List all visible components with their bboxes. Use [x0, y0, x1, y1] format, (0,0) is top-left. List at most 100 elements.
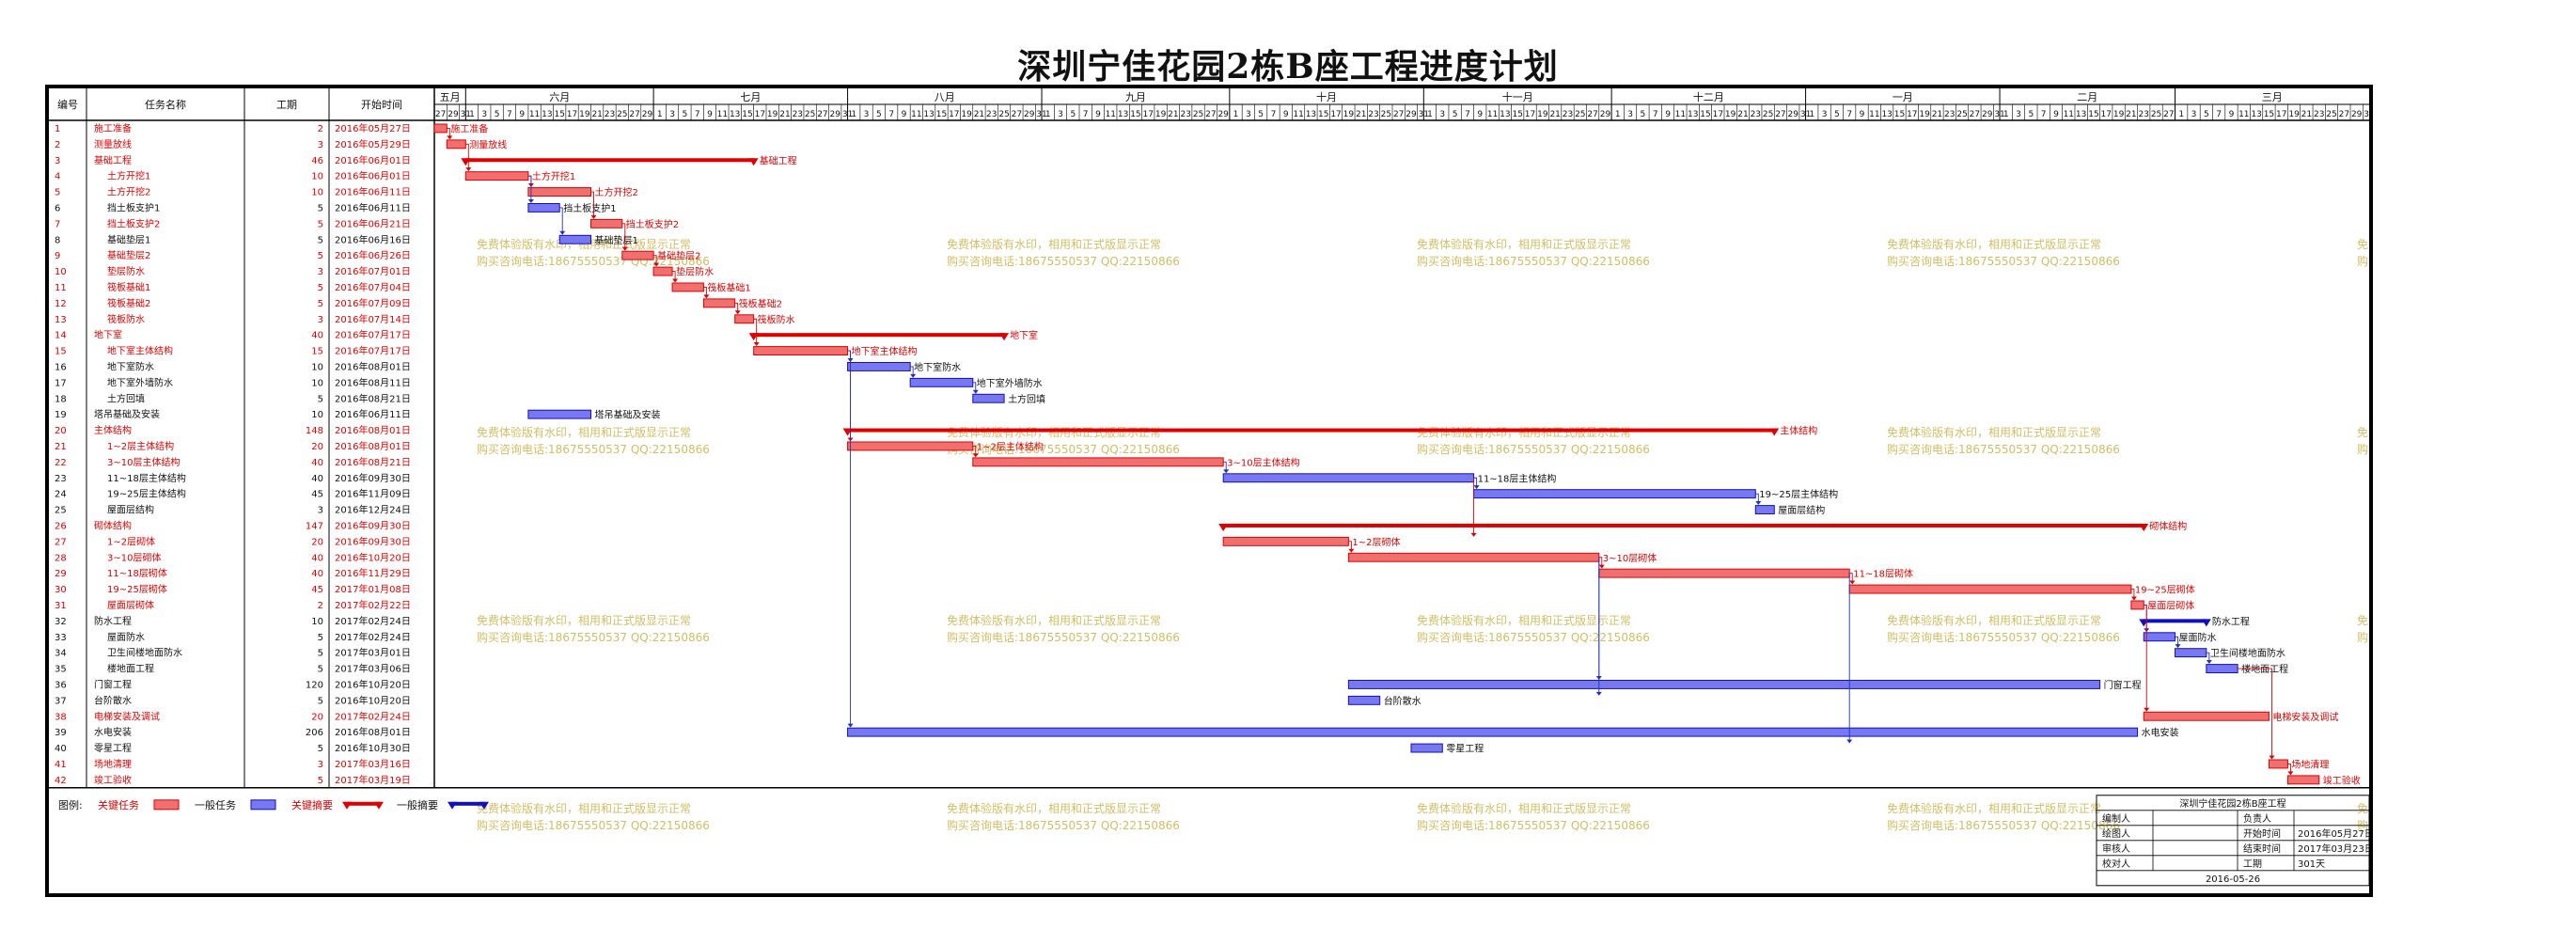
day-label: 11 [529, 110, 540, 119]
day-label: 1 [1809, 110, 1814, 119]
day-label: 11 [1487, 110, 1498, 119]
day-label: 27 [1393, 110, 1404, 119]
task-name: 楼地面工程 [107, 663, 154, 675]
day-label: 27 [1970, 110, 1980, 119]
day-label: 9 [1665, 110, 1671, 119]
task-bar [2130, 600, 2144, 610]
dependency-arrow [447, 135, 453, 140]
watermark-text: 免费体验版有水印，相用和正式版显示正常 [477, 613, 691, 627]
watermark-text: 购买咨询电话:18675550537 QQ:22150866 [1417, 630, 1650, 644]
day-label: 9 [902, 110, 907, 119]
day-label: 5 [1641, 110, 1646, 119]
day-label: 13 [2251, 110, 2261, 119]
task-start: 2016年07月17日 [335, 345, 411, 357]
dependency-arrow [1846, 739, 1853, 744]
bar-label: 垫层防水 [676, 266, 714, 278]
info-key: 审核人 [2102, 843, 2130, 855]
day-label: 13 [1881, 110, 1892, 119]
table-header: 开始时间 [361, 98, 402, 111]
task-id: 31 [55, 601, 67, 611]
task-duration: 5 [318, 776, 323, 786]
bar-label: 楼地面工程 [2241, 663, 2288, 675]
day-label: 27 [2339, 110, 2349, 119]
day-label: 1 [2178, 110, 2184, 119]
month-label: 五月 [440, 91, 461, 103]
task-name: 基础工程 [94, 154, 132, 166]
day-label: 13 [1500, 110, 1510, 119]
day-label: 31 [2364, 110, 2369, 119]
dependency-arrow [2175, 644, 2181, 649]
bar-label: 电梯安装及调试 [2272, 711, 2338, 723]
bar-label: 竣工验收 [2323, 774, 2361, 786]
dependency-arrow [2206, 660, 2212, 665]
task-name: 11~18层主体结构 [107, 472, 186, 484]
task-name: 筏板防水 [107, 313, 145, 325]
dependency-arrow [1348, 548, 1355, 553]
dependency-arrow [753, 342, 760, 347]
task-id: 39 [55, 728, 67, 738]
task-bar [1222, 473, 1475, 483]
day-label: 1 [2003, 110, 2009, 119]
summary-end-marker [999, 333, 1010, 341]
bar-label: 11~18层砌体 [1853, 569, 1913, 580]
bar-label: 地下室外墙防水 [977, 377, 1043, 389]
watermark-text: 免费体验版有水印，相用和正式版显示正常 [1887, 613, 2101, 627]
task-start: 2017年02月24日 [335, 615, 411, 627]
task-name: 主体结构 [94, 424, 132, 436]
day-label: 23 [1751, 110, 1761, 119]
task-bar [972, 393, 1005, 403]
task-name: 筏板基础2 [107, 297, 150, 309]
info-title: 深圳宁佳花园2栋B座工程 [2179, 797, 2285, 810]
task-id: 5 [55, 188, 60, 198]
watermark-text: 购买咨询电话:18675550537 QQ:22150866 [1417, 254, 1650, 268]
task-start: 2017年03月19日 [335, 774, 411, 786]
day-label: 19 [961, 110, 972, 119]
bar-label: 3~10层主体结构 [1227, 456, 1299, 468]
task-duration: 10 [311, 362, 323, 372]
page-title: 深圳宁佳花园2栋B座工程进度计划 [1017, 47, 1559, 87]
day-label: 27 [435, 110, 446, 119]
task-name: 19~25层主体结构 [107, 488, 186, 500]
task-id: 20 [55, 426, 67, 436]
day-label: 17 [1713, 110, 1723, 119]
task-start: 2016年07月14日 [335, 313, 411, 325]
day-label: 1 [1045, 110, 1051, 119]
task-id: 25 [55, 506, 67, 516]
legend-critical-summary-marker [374, 801, 384, 810]
task-name: 基础垫层1 [107, 233, 150, 245]
task-name: 3~10层主体结构 [107, 456, 180, 468]
task-start: 2016年07月17日 [335, 329, 411, 341]
info-value: 2017年03月23日 [2298, 843, 2369, 855]
task-start: 2017年01月08日 [335, 583, 411, 595]
legend-normal-swatch [250, 799, 276, 811]
day-label: 27 [1587, 110, 1597, 119]
day-label: 15 [1700, 110, 1710, 119]
day-label: 15 [2088, 110, 2098, 119]
bar-label: 1~2层主体结构 [977, 440, 1044, 452]
task-duration: 20 [311, 442, 323, 452]
day-label: 21 [779, 110, 790, 119]
info-key: 负责人 [2243, 812, 2271, 825]
task-duration: 46 [311, 156, 323, 166]
task-bar [652, 266, 673, 276]
legend-normal-summary-marker [448, 801, 457, 810]
bar-label: 施工准备 [450, 122, 488, 134]
task-id: 15 [55, 347, 67, 357]
bar-label: 门窗工程 [2104, 679, 2142, 691]
day-label: 19 [1725, 110, 1736, 119]
day-label: 23 [1944, 110, 1955, 119]
watermark-text: 购买咨询电话:18675550537 QQ:22150866 [947, 442, 1180, 456]
day-label: 5 [1258, 110, 1264, 119]
day-label: 3 [1058, 110, 1063, 119]
task-name: 场地清理 [94, 758, 132, 770]
day-label: 21 [2301, 110, 2312, 119]
bar-label: 筏板防水 [758, 313, 795, 325]
task-duration: 10 [311, 188, 323, 198]
day-label: 5 [876, 110, 882, 119]
day-label: 1 [851, 110, 856, 119]
watermark-text: 购买咨询电话:18675550537 QQ:22150866 [1417, 442, 1650, 456]
dependency-arrow [1598, 564, 1605, 569]
task-start: 2016年09月30日 [335, 472, 411, 484]
dependency-link [910, 366, 914, 377]
task-name: 屋面防水 [107, 631, 145, 643]
